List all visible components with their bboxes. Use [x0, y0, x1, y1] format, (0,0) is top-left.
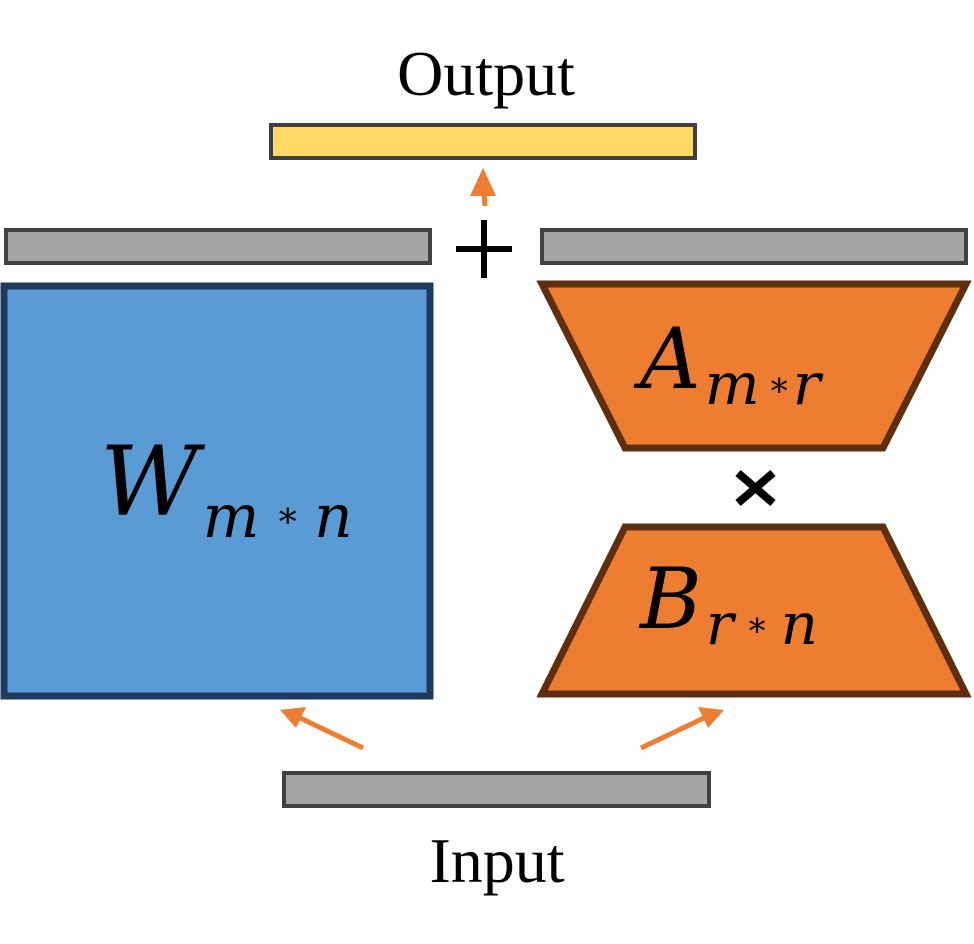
- w-matrix-label: Wm ∗ n: [100, 426, 353, 552]
- a-symbol: A: [633, 310, 701, 408]
- w-sub-op: ∗: [276, 495, 300, 536]
- arrow-input-to-w-head: [280, 707, 306, 728]
- w-sub-right: n: [314, 482, 353, 552]
- plus-sign: [456, 220, 512, 278]
- b-sub-left: r: [706, 590, 737, 658]
- a-sub-left: m: [705, 350, 760, 418]
- a-sub-right: r: [793, 350, 824, 418]
- a-sub-op: ∗: [768, 365, 791, 405]
- arrow-input-to-b: [639, 714, 708, 751]
- b-symbol: B: [638, 550, 702, 648]
- arrow-input-to-b-head: [698, 707, 724, 728]
- output-vector: [269, 123, 697, 160]
- b-matrix: [536, 523, 972, 698]
- b-sub-op: ∗: [745, 605, 768, 645]
- a-matrix-label: Am∗r: [633, 310, 824, 418]
- input-vector: [282, 771, 711, 808]
- w-output-vector: [4, 228, 432, 265]
- w-sub-left: m: [203, 482, 260, 552]
- output-label: Output: [397, 38, 575, 109]
- w-matrix: [0, 282, 434, 700]
- w-symbol: W: [100, 426, 206, 538]
- a-matrix: [536, 280, 972, 452]
- arrow-to-output-head: [470, 168, 496, 196]
- arrow-input-to-w: [296, 714, 365, 751]
- ab-output-vector: [540, 228, 968, 265]
- b-sub-right: n: [781, 590, 818, 658]
- b-matrix-label: Br∗ n: [638, 550, 818, 658]
- times-sign: [735, 469, 776, 507]
- input-label: Input: [429, 825, 564, 896]
